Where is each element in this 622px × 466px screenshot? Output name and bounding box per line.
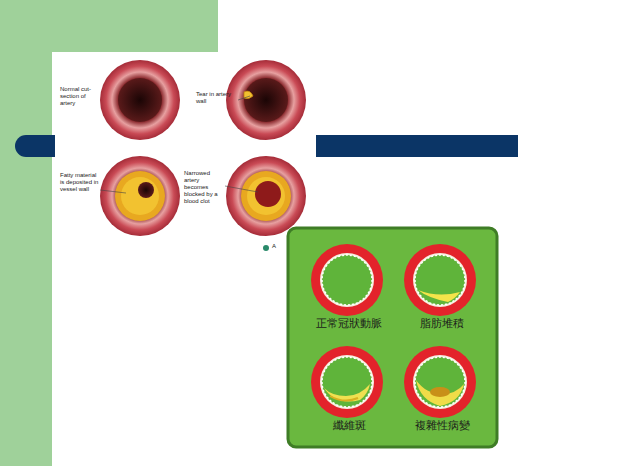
figure-caption: 正常冠狀動脈 [314, 318, 384, 331]
clotted-artery [226, 156, 306, 236]
top-band [0, 0, 218, 52]
leader-lines [100, 96, 258, 193]
photo-panel [55, 55, 315, 255]
side-band [0, 0, 52, 466]
logo-text: A [272, 243, 292, 250]
figure-caption: 脂肪堆積 [418, 318, 466, 331]
green-panel [288, 228, 497, 447]
figure-caption: 複雜性病變 [413, 420, 472, 433]
figure-caption: Tear in artery wall [196, 91, 236, 105]
coronary-artery-set [311, 244, 476, 418]
figure-caption: Fatty material is deposited in vessel wa… [60, 172, 100, 193]
figure-caption: 纖維斑 [331, 420, 368, 433]
fatty-artery [100, 156, 180, 236]
title-bar-right [316, 135, 518, 157]
normal-artery [100, 60, 180, 140]
figure-caption: Narrowed artery becomes blocked by a blo… [184, 170, 224, 204]
torn-artery [226, 60, 306, 140]
logo-mark [263, 245, 269, 251]
figure-caption: Normal cut-section of artery [60, 86, 100, 107]
